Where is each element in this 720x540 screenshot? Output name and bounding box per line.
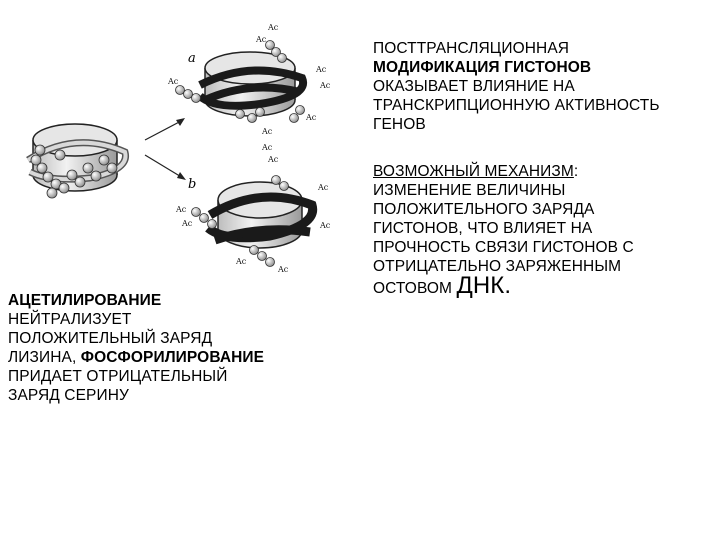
arrow-to-a bbox=[144, 118, 185, 141]
acetyl-label: Ac bbox=[261, 127, 273, 136]
acetylation-line-3: ПОЛОЖИТЕЛЬНЫЙ ЗАРЯД bbox=[8, 330, 213, 347]
acetyl-label: Ac bbox=[175, 205, 187, 214]
nucleosome-acetylation-figure: a b Ac Ac Ac Ac Ac Ac Ac Ac bbox=[26, 23, 331, 274]
mechanism-line-6: ОТРИЦАТЕЛЬНО ЗАРЯЖЕННЫМ bbox=[373, 258, 622, 275]
acetyl-label: Ac bbox=[277, 265, 289, 274]
acetylation-line-4: ЛИЗИНА, ФОСФОРИЛИРОВАНИЕ bbox=[8, 348, 338, 367]
mechanism-line-3: ПОЛОЖИТЕЛЬНОГО ЗАРЯДА bbox=[373, 201, 595, 218]
nucleosome-a: Ac Ac Ac Ac Ac Ac Ac Ac bbox=[167, 23, 331, 152]
acetyl-label: Ac bbox=[255, 35, 267, 44]
acetyl-label: Ac bbox=[261, 143, 273, 152]
dna-term: ДНК. bbox=[456, 272, 512, 299]
label-a: a bbox=[188, 51, 196, 66]
label-b: b bbox=[188, 177, 196, 192]
acetyl-label: Ac bbox=[181, 219, 193, 228]
mechanism-line-7-start: ОСТОВОМ bbox=[373, 280, 457, 297]
mechanism-heading: ВОЗМОЖНЫЙ МЕХАНИЗМ bbox=[373, 163, 574, 180]
mechanism-line-4: ГИСТОНОВ, ЧТО ВЛИЯЕТ НА bbox=[373, 220, 593, 237]
acetylation-statement: АЦЕТИЛИРОВАНИЕ НЕЙТРАЛИЗУЕТ ПОЛОЖИТЕЛЬНЫ… bbox=[8, 291, 338, 405]
acetyl-label: Ac bbox=[235, 257, 247, 266]
mechanism-line-2: ИЗМЕНЕНИЕ ВЕЛИЧИНЫ bbox=[373, 182, 566, 199]
mechanism-statement: ВОЗМОЖНЫЙ МЕХАНИЗМ: ИЗМЕНЕНИЕ ВЕЛИЧИНЫ П… bbox=[373, 162, 713, 298]
mechanism-heading-colon: : bbox=[573, 163, 579, 180]
acetyl-label: Ac bbox=[267, 155, 279, 164]
acetylation-line-5: ПРИДАЕТ ОТРИЦАТЕЛЬНЫЙ bbox=[8, 368, 228, 385]
acetyl-label: Ac bbox=[167, 77, 179, 86]
mechanism-line-7: ОСТОВОМ ДНК. bbox=[373, 274, 713, 298]
mechanism-heading-line: ВОЗМОЖНЫЙ МЕХАНИЗМ: bbox=[373, 162, 713, 181]
acetylation-line-6: ЗАРЯД СЕРИНУ bbox=[8, 387, 129, 404]
arrow-to-b bbox=[144, 154, 186, 180]
ptm-line-2: МОДИФИКАЦИЯ ГИСТОНОВ bbox=[373, 59, 592, 76]
acetylation-term: АЦЕТИЛИРОВАНИЕ bbox=[8, 292, 162, 309]
nucleosome-unmodified bbox=[26, 123, 130, 199]
acetylation-line-2: НЕЙТРАЛИЗУЕТ bbox=[8, 311, 132, 328]
acetyl-label: Ac bbox=[319, 81, 331, 90]
ptm-statement: ПОСТТРАНСЛЯЦИОННАЯ МОДИФИКАЦИЯ ГИСТОНОВ … bbox=[373, 39, 713, 134]
nucleosome-b: Ac Ac Ac Ac Ac Ac Ac bbox=[175, 155, 331, 274]
acetyl-label: Ac bbox=[267, 23, 279, 32]
mechanism-line-5: ПРОЧНОСТЬ СВЯЗИ ГИСТОНОВ С bbox=[373, 239, 634, 256]
ptm-line-4: ТРАНСКРИПЦИОННУЮ АКТИВНОСТЬ bbox=[373, 97, 660, 114]
ptm-line-3: ОКАЗЫВАЕТ ВЛИЯНИЕ НА bbox=[373, 78, 575, 95]
acetylation-line-4-start: ЛИЗИНА, bbox=[8, 349, 81, 366]
acetyl-label: Ac bbox=[319, 221, 331, 230]
acetyl-label: Ac bbox=[305, 113, 317, 122]
phosphorylation-term: ФОСФОРИЛИРОВАНИЕ bbox=[80, 349, 265, 366]
ptm-line-5: ГЕНОВ bbox=[373, 116, 426, 133]
acetyl-label: Ac bbox=[315, 65, 327, 74]
acetyl-label: Ac bbox=[317, 183, 329, 192]
ptm-line-1: ПОСТТРАНСЛЯЦИОННАЯ bbox=[373, 40, 570, 57]
